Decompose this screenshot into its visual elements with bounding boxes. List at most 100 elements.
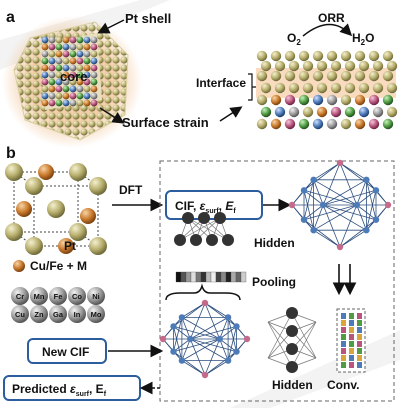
pt-legend-label: Pt [64,239,76,253]
graph-node [216,335,223,343]
core-atom [83,85,91,93]
slab-atom [284,118,296,130]
graph-edge [339,162,377,191]
graph-edge [322,179,367,206]
slab-atom [284,50,296,62]
graph-node [224,357,232,364]
slab-atom [330,82,342,94]
core-atom [41,71,49,79]
element-sphere [49,287,67,305]
core-atom [55,78,63,86]
core-atom [62,50,70,58]
core-atom [55,85,63,93]
panel-a-label: a [6,9,15,26]
core-atom [90,78,98,86]
slab-atom [386,82,398,94]
core-atom [76,78,84,86]
pooling-cell [230,271,237,283]
slab-atom [382,50,394,62]
surface-strain-label: Surface strain [122,115,209,130]
slab-atom [256,70,268,82]
crystal-graph-top [288,159,392,251]
graph-edge [313,229,341,248]
cif-training-box [165,190,263,220]
pooling-cell [185,271,192,283]
graph-edge [219,338,229,361]
conv-cell [341,341,346,347]
slab-atom [340,50,352,62]
hidden-node [214,212,226,224]
graph-edge [173,351,206,376]
core-atom [55,92,63,100]
slab-atom [382,70,394,82]
slab-atom [270,94,282,106]
slab-atom [274,82,286,94]
slab-atom [316,60,328,72]
graph-edge [303,204,357,221]
conv-cell [357,320,362,326]
graph-edge [303,190,314,231]
core-atom [83,57,91,65]
slab-atom [344,82,356,94]
element-symbol: Mo [91,310,102,319]
graph-edge [190,338,229,361]
element-sphere [68,305,86,323]
conv-cell [357,327,362,333]
core-atom [76,36,84,44]
graph-edge [366,179,377,220]
core-atom [41,78,49,86]
slab-atom [358,60,370,72]
new-cif-box [27,338,107,364]
core-atom [90,50,98,58]
core-atom [62,99,70,107]
core-atom [55,71,63,79]
core-atom [83,43,91,51]
core-atom [41,50,49,58]
cif-training-label: CIF, εsurf, Ef [175,199,236,215]
conv-label: Conv. [327,378,359,392]
o2-label: O2 [287,31,301,47]
background-band [230,330,400,408]
graph-edge [313,179,324,206]
core-atom [41,99,49,107]
layer-edge [267,321,293,368]
graph-edge [339,204,358,248]
cu-atom [38,164,54,180]
core-atom [76,43,84,51]
orr-label: ORR [318,11,345,25]
slab-atom [368,118,380,130]
core-atom [83,64,91,72]
core-atom [55,50,63,58]
core-atom [90,71,98,79]
conv-cell [341,362,346,368]
graph-edge [204,302,237,327]
core-atom [62,64,70,72]
element-sphere [30,305,48,323]
conv-cell [349,320,354,326]
core-atom [90,99,98,107]
element-symbol: Fe [54,292,63,301]
slab-atom [260,106,272,118]
slab-atom [260,60,272,72]
graph-edge [181,338,220,361]
hidden-node [286,343,298,355]
slab-atom [270,50,282,62]
graph-edge [189,338,206,376]
core-atom [76,92,84,100]
orr-reaction: O2 ORR H2O [287,11,374,47]
core-atom [76,71,84,79]
core-atom [83,92,91,100]
slab-atom [372,106,384,118]
graph-edge [339,229,367,248]
conv-cell [357,348,362,354]
slab-atom [302,60,314,72]
graph-edge [303,204,324,221]
conv-cell [357,355,362,361]
graph-edge [190,326,237,340]
graph-edge [322,204,341,248]
graph-node [336,243,344,251]
conv-cell [349,341,354,347]
slab-atom [298,50,310,62]
slab-atom [312,70,324,82]
conv-cell [357,334,362,340]
